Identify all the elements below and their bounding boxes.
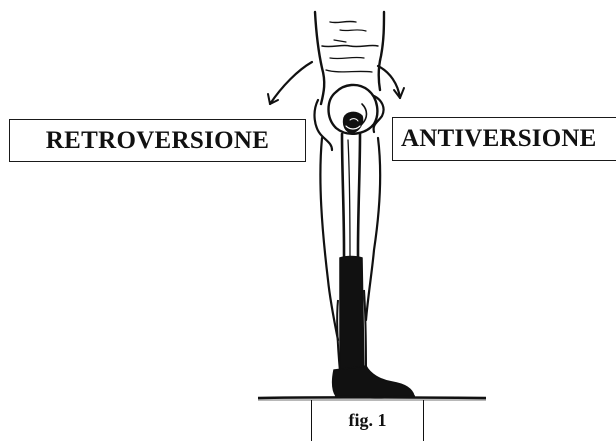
retroversion-label: RETROVERSIONE bbox=[9, 119, 306, 162]
knee-socket bbox=[315, 85, 384, 150]
anteversion-arrow bbox=[378, 66, 404, 98]
thigh-outline bbox=[315, 12, 384, 104]
ankle-block bbox=[337, 257, 366, 376]
foot bbox=[333, 366, 414, 398]
figure-caption: fig. 1 bbox=[311, 400, 424, 441]
anteversion-label: ANTIVERSIONE bbox=[392, 117, 616, 161]
retroversion-arrow bbox=[268, 62, 312, 104]
